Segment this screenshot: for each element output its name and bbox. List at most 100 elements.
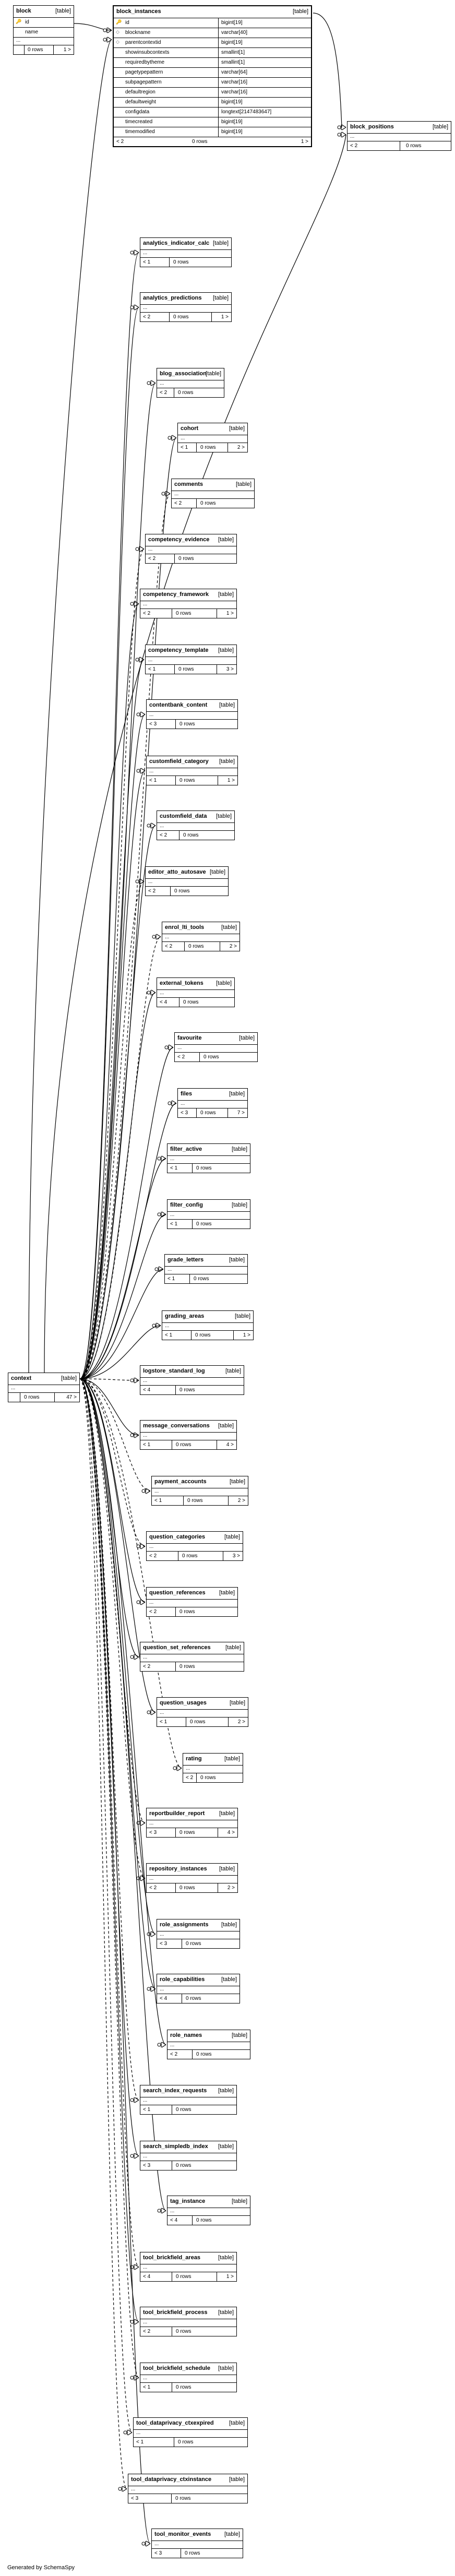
table-header: repository_instances[table] (147, 1864, 237, 1876)
table-name: competency_evidence (148, 536, 210, 543)
row-count: 0 rows (194, 1276, 209, 1282)
table-block-positions[interactable]: block_positions [table] ... < 2 0 rows (347, 121, 451, 151)
parents-count: < 2 (143, 1664, 151, 1669)
table-header: role_capabilities[table] (157, 1974, 240, 1986)
divider (218, 117, 219, 127)
row-count: 0 rows (200, 445, 216, 450)
ellipsis-text: ... (160, 1710, 164, 1715)
crow-foot-marker (176, 1765, 182, 1771)
crow-foot-marker (145, 2541, 151, 2547)
table-header: tool_monitor_events[table] (152, 2529, 243, 2541)
table-type-label: [table] (218, 591, 234, 598)
table-name: customfield_category (149, 758, 209, 765)
divider (183, 1496, 184, 1505)
crow-foot-marker (140, 1543, 146, 1549)
divider (192, 1164, 193, 1173)
crow-foot-marker (134, 304, 139, 311)
more-columns: ... (178, 435, 247, 443)
divider (228, 1496, 229, 1505)
optional-marker (157, 2209, 161, 2213)
table-header: customfield_data[table] (157, 811, 234, 823)
table-block[interactable]: block [table] 🔑 id name ... 0 rows 1 > (13, 5, 74, 55)
divider (196, 1773, 197, 1782)
row-count: 0 rows (200, 500, 216, 506)
table-type-label: [table] (229, 1091, 245, 1097)
table-name: external_tokens (160, 980, 203, 986)
edge-context-to-tool-monitor-events (79, 1378, 151, 2544)
optional-marker (103, 28, 107, 32)
crow-foot-marker (139, 878, 145, 885)
table-context[interactable]: context [table] ... 0 rows 47 > (8, 1373, 80, 1402)
crow-foot-marker (165, 491, 171, 497)
table-tool-dataprivacy-ctxinstance[interactable]: tool_dataprivacy_ctxinstance[table]...< … (128, 2474, 248, 2503)
parents-count: < 2 (160, 390, 167, 396)
edge-context-to-role-capabilities (79, 1378, 156, 1989)
divider (192, 2216, 193, 2225)
parents-count: < 2 (186, 1775, 194, 1781)
crow-foot-marker (140, 768, 146, 774)
optional-marker (147, 991, 151, 995)
parents-count: < 1 (154, 1498, 162, 1504)
edge-context-to-favourite (79, 1047, 174, 1379)
optional-marker (118, 2487, 122, 2491)
ellipsis-text: ... (181, 1101, 185, 1106)
divider (54, 1393, 55, 1402)
ellipsis-text: ... (149, 1600, 154, 1605)
table-tool-dataprivacy-ctxexpired[interactable]: tool_dataprivacy_ctxexpired[table]...< 1… (133, 2417, 248, 2447)
optional-marker (136, 769, 140, 773)
edge-context-to-analytics-predictions (79, 307, 139, 1379)
crow-foot-marker (171, 435, 177, 441)
ellipsis-text: ... (16, 38, 21, 43)
table-type-label: [table] (218, 2309, 234, 2316)
children-count: 7 > (237, 1110, 245, 1116)
table-type-label: [table] (239, 1035, 255, 1041)
table-name: enrol_lti_tools (165, 924, 205, 931)
divider (218, 78, 219, 87)
column-type: smallint[1] (221, 59, 245, 65)
